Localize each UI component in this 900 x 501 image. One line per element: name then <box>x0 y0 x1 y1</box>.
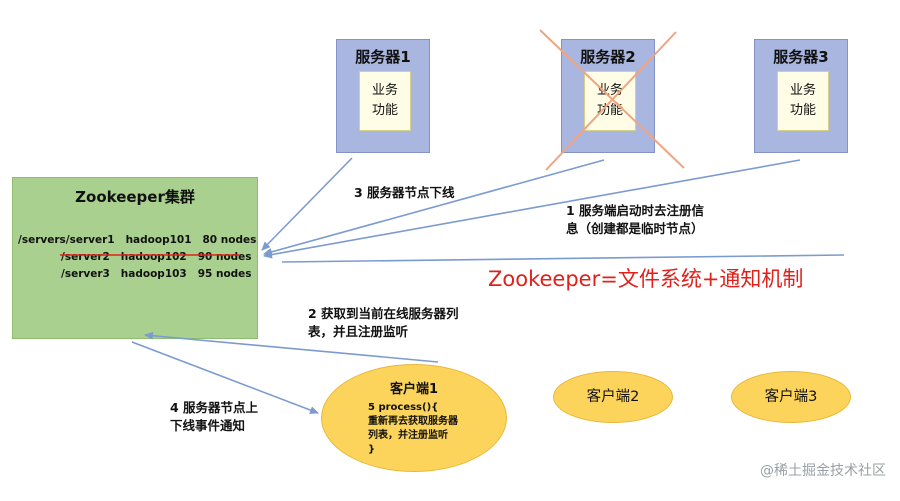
client-2-label: 客户端2 <box>586 389 640 405</box>
client-3-ellipse: 客户端3 <box>731 371 851 423</box>
client-1-process-text: 5 process(){ 重新再去获取服务器 列表，并注册监听 } <box>368 402 458 455</box>
step-4-label: 4 服务器节点上 下线事件通知 <box>170 400 259 433</box>
zookeeper-cluster-box: Zookeeper集群 /servers/server1 hadoop101 8… <box>12 177 258 339</box>
arrow-client1-to-zk <box>144 331 439 363</box>
zk-node-server2: /server2 hadoop102 90 nodes <box>61 251 252 263</box>
server-2-cross-line-b <box>545 31 677 171</box>
server-3-box: 服务器3 业务 功能 <box>754 39 848 153</box>
step-3-label: 3 服务器节点下线 <box>354 185 455 200</box>
arrow-zk-to-client1 <box>131 341 319 414</box>
server-2-title: 服务器2 <box>580 48 636 66</box>
zookeeper-definition-text: Zookeeper=文件系统+通知机制 <box>488 267 804 291</box>
client-2-ellipse: 客户端2 <box>553 371 673 423</box>
server-3-title: 服务器3 <box>773 48 829 66</box>
divider-line <box>281 254 845 263</box>
arrow-server3-to-zk <box>263 159 801 259</box>
watermark: @稀土掘金技术社区 <box>760 463 886 479</box>
zk-node-server3: /server3 hadoop103 95 nodes <box>61 268 252 280</box>
client-1-ellipse: 客户端1 5 process(){ 重新再去获取服务器 列表，并注册监听 } <box>321 364 507 472</box>
step-2-label: 2 获取到当前在线服务器列 表，并且注册监听 <box>308 306 459 339</box>
server-2-box: 服务器2 业务 功能 <box>561 39 655 153</box>
server-3-business-box: 业务 功能 <box>777 71 829 131</box>
arrow-server1-to-zk <box>261 157 353 251</box>
step-1-label: 1 服务端启动时去注册信 息（创建都是临时节点） <box>566 203 705 236</box>
client-1-title: 客户端1 <box>389 382 439 397</box>
zk-node-server1: /servers/server1 hadoop101 80 nodes <box>18 234 257 246</box>
server-1-business-box: 业务 功能 <box>359 71 411 131</box>
client-3-label: 客户端3 <box>764 389 818 405</box>
server-1-box: 服务器1 业务 功能 <box>336 39 430 153</box>
zookeeper-cluster-title: Zookeeper集群 <box>75 188 195 206</box>
server-1-title: 服务器1 <box>355 48 411 66</box>
arrow-server2-to-zk <box>263 159 605 256</box>
